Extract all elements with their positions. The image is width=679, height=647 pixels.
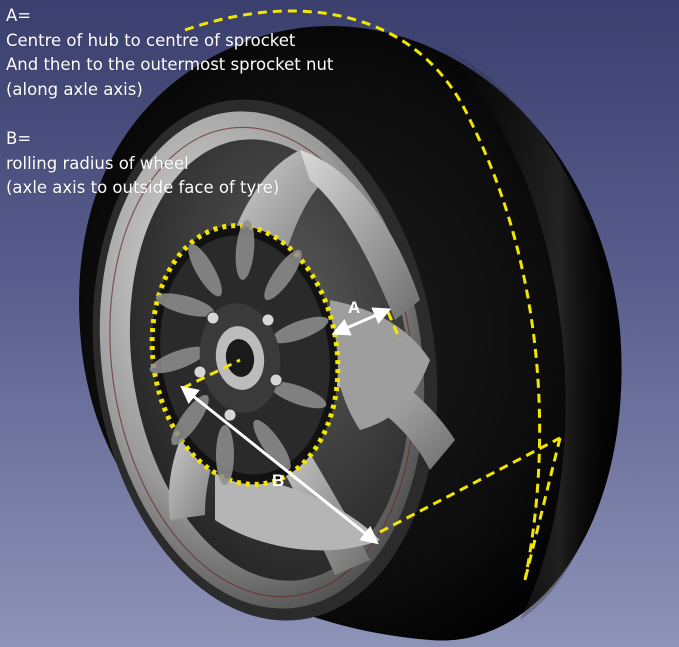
dimension-a-label: A (348, 298, 360, 317)
a-definition-line-3: (along axle axis) (6, 79, 143, 99)
dimension-b-arrow (180, 385, 379, 545)
tyre-face-vertical-dashed (523, 437, 562, 581)
a-heading: A= (6, 6, 32, 25)
dimension-arrows (180, 307, 392, 545)
annotation-text-block: A= Centre of hub to centre of sprocket A… (6, 4, 333, 201)
b-definition-line-2: (axle axis to outside face of tyre) (6, 178, 280, 198)
b-heading: B= (6, 128, 32, 148)
dimension-b-label: B (272, 471, 284, 490)
dimension-a-arrow (331, 307, 392, 336)
tyre-outline-dashed (184, 9, 542, 581)
tyre-face-dashed (379, 436, 561, 534)
spacer (6, 102, 333, 127)
axle-axis-dashed (182, 358, 241, 390)
b-definition-line-1: rolling radius of wheel (6, 153, 189, 173)
a-definition-line-1: Centre of hub to centre of sprocket (6, 30, 296, 50)
a-definition-line-2: And then to the outermost sprocket nut (6, 55, 334, 75)
